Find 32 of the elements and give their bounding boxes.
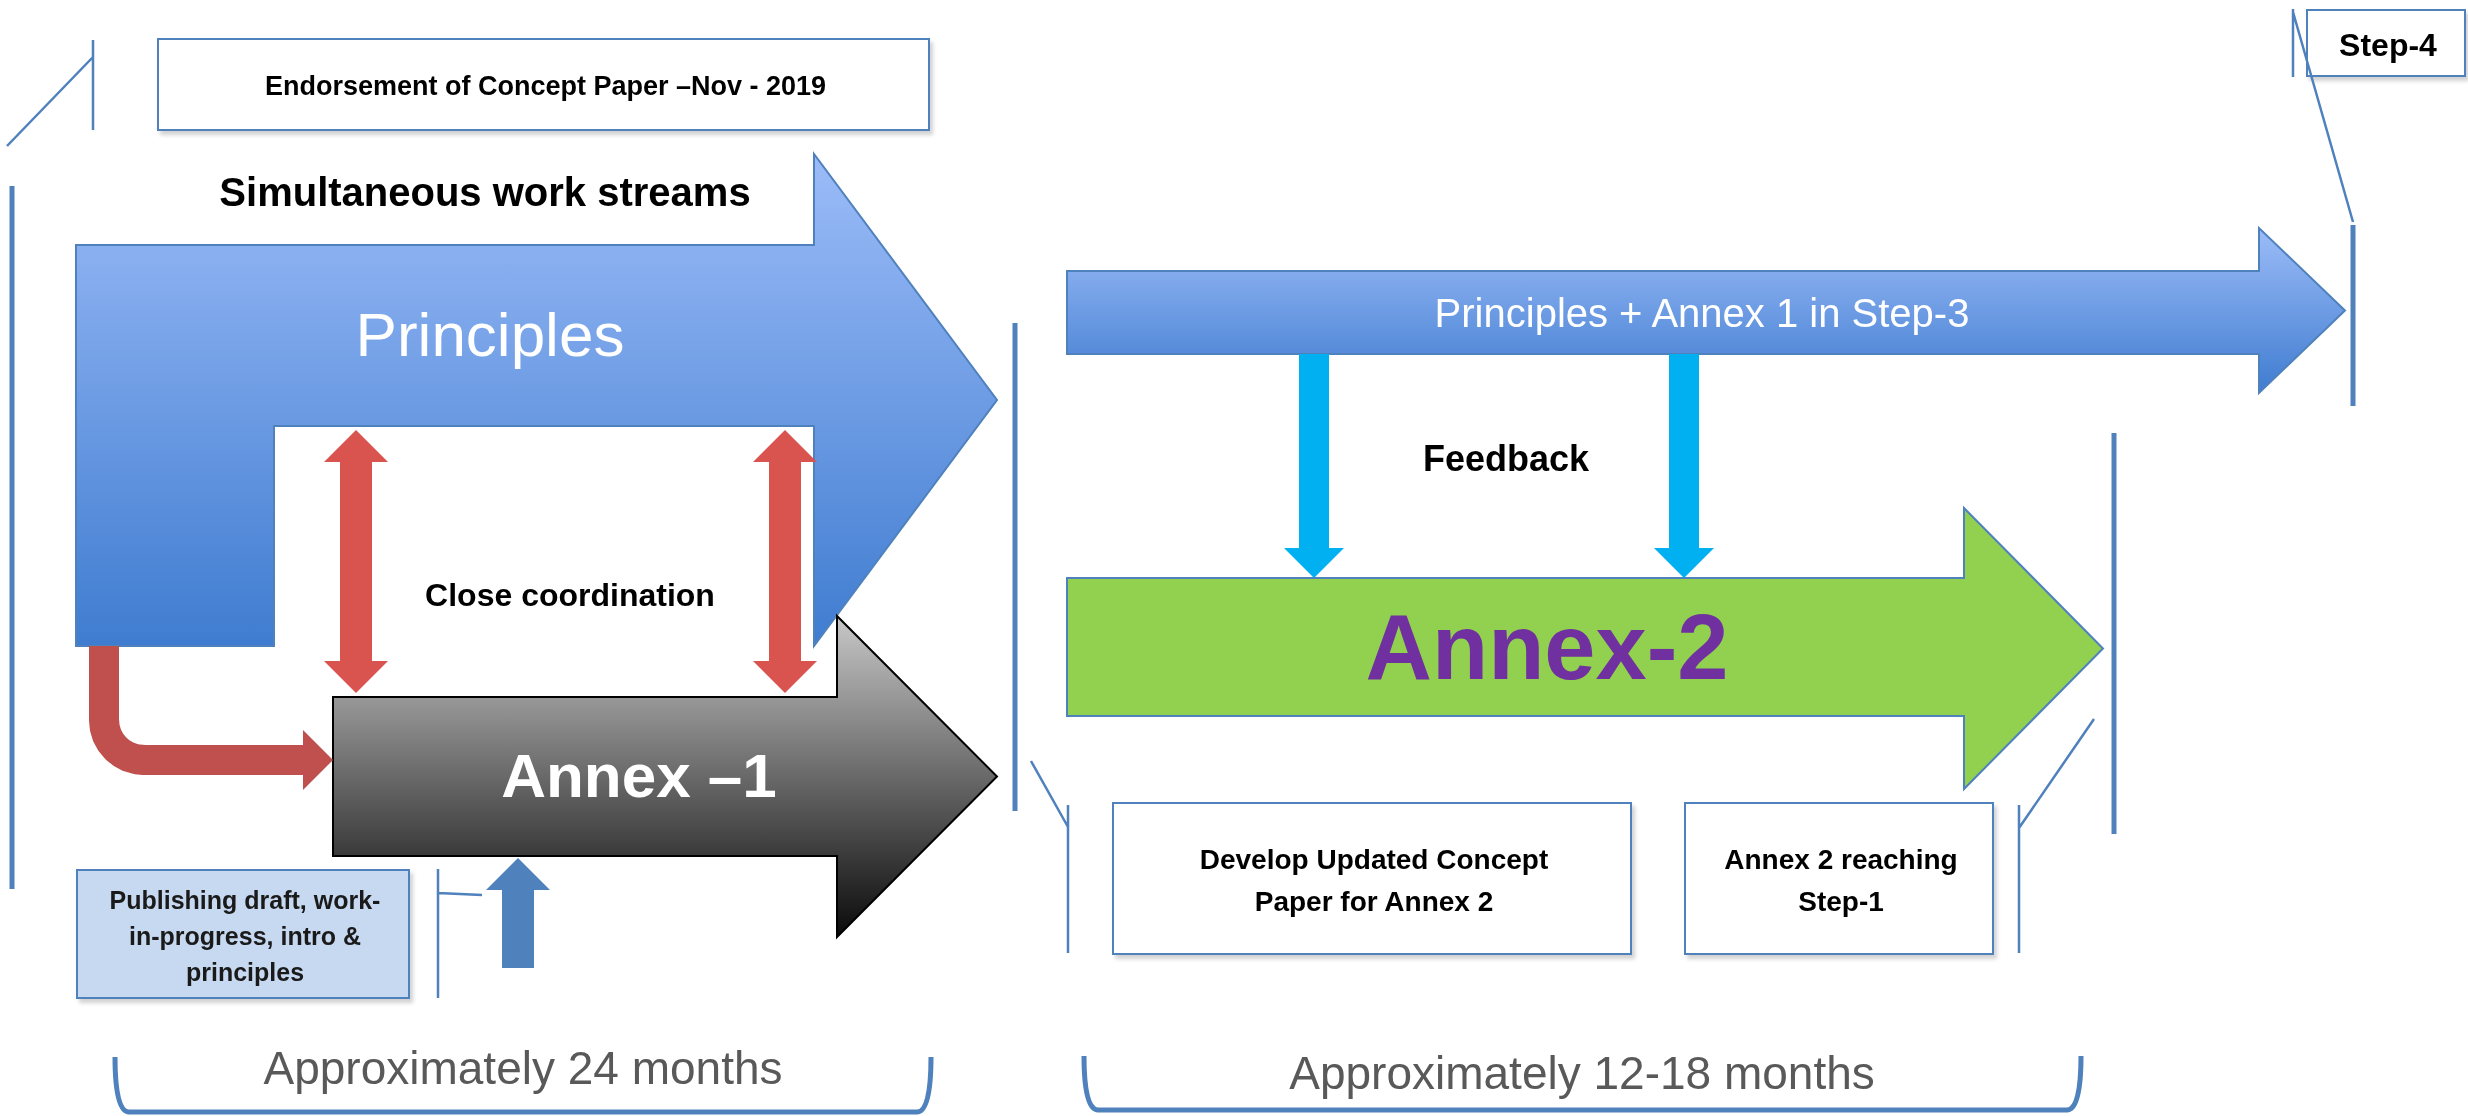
arrow-label: Principles xyxy=(355,299,625,372)
phase-banner xyxy=(76,154,997,646)
callout-box xyxy=(1684,802,1994,955)
leader-line xyxy=(5,38,95,148)
annotation-text: Feedback xyxy=(1422,438,1590,480)
phase-banner xyxy=(1067,228,2345,393)
duration-text: Approximately 24 months xyxy=(263,1041,783,1095)
box-text: Develop Updated Concept Paper for Annex 2 xyxy=(1198,842,1550,919)
phase-banner xyxy=(1067,508,2103,789)
block-arrow xyxy=(1654,354,1714,578)
up-arrow xyxy=(486,858,550,968)
double-arrow xyxy=(753,430,817,693)
heading-text: Simultaneous work streams xyxy=(219,169,751,215)
leader-line xyxy=(2291,7,2355,224)
note-box xyxy=(76,869,410,999)
arrow-label: Annex-2 xyxy=(1365,594,1729,700)
callout-box xyxy=(1112,802,1632,955)
callout-box xyxy=(2306,9,2466,77)
leader-line xyxy=(436,867,484,1000)
callout-box xyxy=(157,38,930,131)
arrow-label: Principles + Annex 1 in Step-3 xyxy=(1434,289,1970,337)
box-text: Endorsement of Concept Paper –Nov - 2019 xyxy=(264,70,827,103)
box-text: Publishing draft, work-in-progress, intro & principles xyxy=(108,884,382,989)
arrow-label: Annex –1 xyxy=(501,740,777,813)
box-text: Annex 2 reaching Step-1 xyxy=(1723,842,1959,919)
double-arrow xyxy=(324,430,388,693)
duration-text: Approximately 12-18 months xyxy=(1289,1046,1875,1100)
leader-line xyxy=(1029,759,1070,955)
block-arrow xyxy=(1284,354,1344,578)
annotation-text: Close coordination xyxy=(425,576,715,614)
leader-line xyxy=(2017,717,2096,955)
box-text: Step-4 xyxy=(2339,25,2437,65)
